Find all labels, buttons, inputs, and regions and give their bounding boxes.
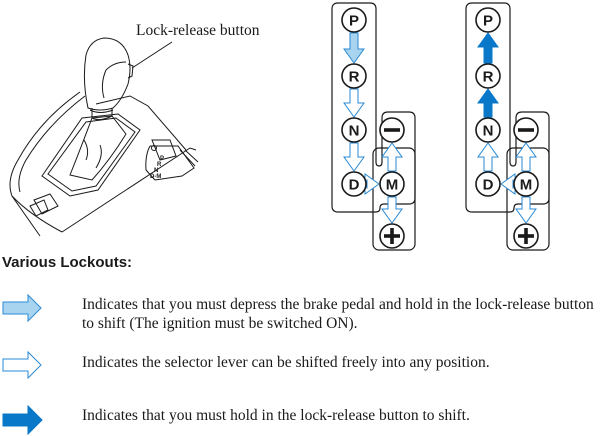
- gear-position-N: N: [341, 117, 367, 143]
- gear-position-plus: [379, 223, 405, 249]
- gear-position-R: R: [475, 63, 501, 89]
- shift-arrow-M-to-plus: [515, 196, 537, 224]
- minus-icon: [518, 128, 534, 132]
- gear-label-R: R: [349, 69, 360, 86]
- shift-arrow-D-to-M: [364, 173, 380, 195]
- shift-arrow-M-to-D: [500, 173, 516, 195]
- gear-position-plus: [513, 223, 539, 249]
- shift-lever-illustration: P R N D-M: [9, 37, 199, 237]
- gear-label-M: M: [386, 177, 399, 194]
- gear-position-P: P: [341, 7, 367, 33]
- shift-arrow-P-to-R: [343, 32, 365, 64]
- gear-position-M: M: [513, 171, 539, 197]
- shift-arrow-M-to-plus: [381, 196, 403, 224]
- console-marking-p: P: [160, 156, 164, 162]
- gear-label-R: R: [483, 69, 494, 86]
- gear-label-P: P: [349, 13, 359, 30]
- gear-label-P: P: [483, 13, 493, 30]
- gear-position-D: D: [475, 171, 501, 197]
- legend-heading: Various Lockouts:: [2, 254, 133, 271]
- legend-text-free-shift: Indicates the selector lever can be shif…: [82, 354, 490, 371]
- lock-release-callout-label: Lock-release button: [136, 22, 260, 39]
- shift-arrow-N-to-R: [477, 88, 499, 118]
- gear-position-P: P: [475, 7, 501, 33]
- legend-text-brake-and-button: Indicates that you must depress the brak…: [82, 296, 594, 332]
- shift-arrow-R-to-N: [343, 88, 365, 118]
- minus-icon: [384, 128, 400, 132]
- gear-label-D: D: [483, 177, 494, 194]
- gear-label-D: D: [349, 177, 360, 194]
- shift-arrow-D-to-N: [477, 142, 499, 172]
- gear-position-N: N: [475, 117, 501, 143]
- gear-label-M: M: [520, 177, 533, 194]
- gate-outline-main: [465, 2, 550, 213]
- gate-outline-main: [331, 2, 416, 213]
- console-marking-n: N: [154, 168, 158, 174]
- gear-label-N: N: [349, 123, 360, 140]
- gear-label-N: N: [483, 123, 494, 140]
- gear-position-minus: [379, 117, 405, 143]
- legend-text-button-only: Indicates that you must hold in the lock…: [82, 407, 470, 424]
- button-only-arrow-icon: [2, 404, 43, 436]
- brake-and-button-arrow-icon: [2, 293, 42, 323]
- shift-arrow-M-to-minus: [381, 142, 403, 172]
- gear-position-minus: [513, 117, 539, 143]
- shift-arrow-N-to-D: [343, 142, 365, 172]
- gear-position-M: M: [379, 171, 405, 197]
- console-marking-r: R: [157, 162, 162, 168]
- shift-arrow-R-to-P: [477, 32, 499, 64]
- gear-position-D: D: [341, 171, 367, 197]
- shift-pattern-to-park: P R N D M: [465, 2, 550, 251]
- shift-pattern-from-park: P R N D M: [331, 2, 416, 251]
- free-shift-arrow-icon: [2, 350, 42, 380]
- gear-position-R: R: [341, 63, 367, 89]
- shift-arrow-M-to-minus: [515, 142, 537, 172]
- console-marking-dm: D-M: [150, 174, 161, 180]
